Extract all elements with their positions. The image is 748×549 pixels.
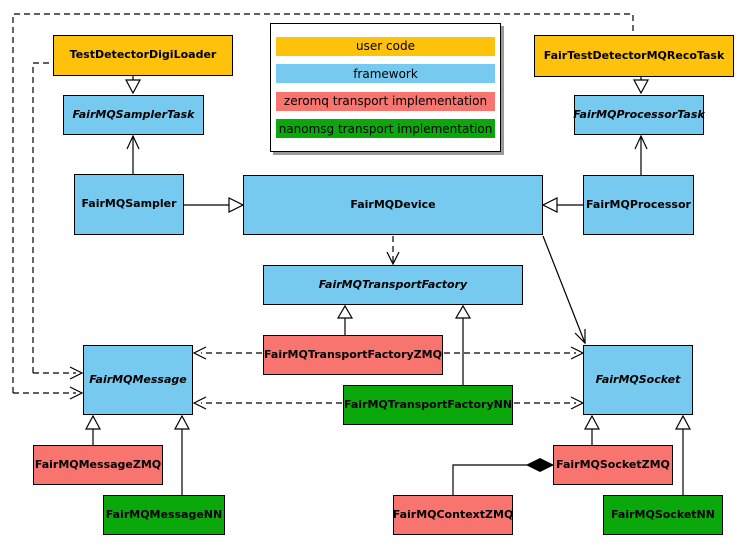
node-fairtestdetectormqrecotask: FairTestDetectorMQRecoTask <box>534 35 734 77</box>
legend-item-framework: framework <box>276 64 495 84</box>
edge-processor-device <box>541 197 583 213</box>
edge-contextzmq-socketzmq <box>452 457 555 495</box>
legend: user code framework zeromq transport imp… <box>270 23 501 152</box>
edge-device-transportfactory <box>386 236 400 266</box>
edge-socketzmq-socket <box>583 414 601 445</box>
edge-socketnn-socket <box>674 414 692 495</box>
edge-processor-processortask <box>634 134 648 175</box>
node-fairmqcontextzmq: FairMQContextZMQ <box>393 495 513 535</box>
edge-factoryzmq-factory <box>336 304 354 335</box>
edge-digiloader-samplertask <box>124 76 142 95</box>
node-fairmqsampler: FairMQSampler <box>74 174 184 235</box>
node-fairmqdevice: FairMQDevice <box>243 175 543 235</box>
node-testdetectordigiloader: TestDetectorDigiLoader <box>53 35 233 76</box>
node-fairmqprocessor: FairMQProcessor <box>583 175 694 235</box>
node-fairmqtransportfactoryzmq: FairMQTransportFactoryZMQ <box>263 335 443 375</box>
edge-digiloader-message <box>32 62 84 380</box>
node-fairmqmessagezmq: FairMQMessageZMQ <box>33 445 163 485</box>
node-fairmqsocketnn: FairMQSocketNN <box>603 495 723 535</box>
edge-factoryzmq-message <box>192 346 262 360</box>
edge-sampler-samplertask <box>126 134 140 174</box>
edge-factorynn-factory <box>454 304 472 385</box>
legend-item-user-code: user code <box>276 36 495 56</box>
edge-recotask-message <box>12 13 634 400</box>
node-fairmqsocketzmq: FairMQSocketZMQ <box>553 445 673 485</box>
node-fairmqmessagenn: FairMQMessageNN <box>103 495 225 535</box>
edge-messagenn-message <box>173 414 191 495</box>
node-fairmqsamplertask: FairMQSamplerTask <box>63 95 204 135</box>
edge-recotask-processortask <box>632 77 650 95</box>
node-fairmqtransportfactorynn: FairMQTransportFactoryNN <box>343 385 513 425</box>
node-fairmqmessage: FairMQMessage <box>83 345 193 415</box>
node-fairmqsocket: FairMQSocket <box>583 345 693 415</box>
edge-device-socket <box>542 235 586 345</box>
edge-factoryzmq-socket <box>444 346 585 360</box>
node-fairmqtransportfactory: FairMQTransportFactory <box>263 265 523 305</box>
legend-item-zeromq: zeromq transport implementation <box>276 91 495 111</box>
edge-factorynn-socket <box>514 396 585 410</box>
edge-messagezmq-message <box>84 414 102 445</box>
node-fairmqprocessortask: FairMQProcessorTask <box>573 95 705 135</box>
legend-item-nanomsg: nanomsg transport implementation <box>276 119 495 139</box>
edge-sampler-device <box>184 197 245 213</box>
edge-factorynn-message <box>192 396 342 410</box>
